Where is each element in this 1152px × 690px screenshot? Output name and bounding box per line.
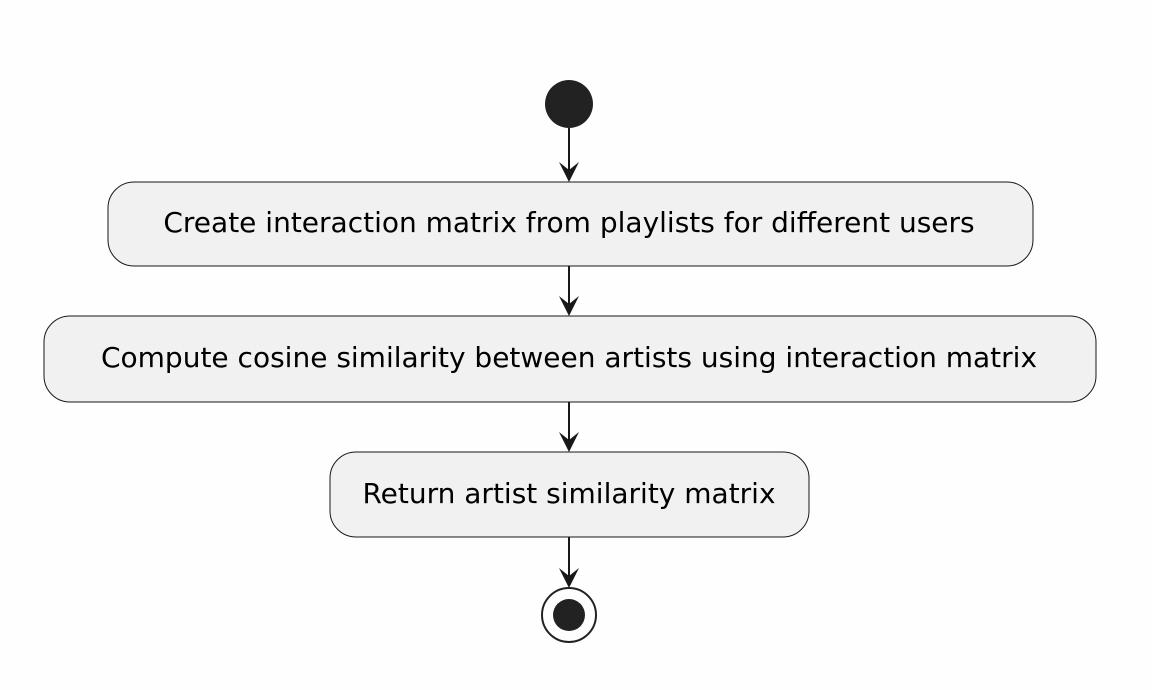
activity-step-3: Return artist similarity matrix: [329, 451, 810, 538]
end-node: [541, 587, 597, 643]
flow-arrow-step-1-to-step-2: [559, 266, 579, 316]
activity-step-3-label: Return artist similarity matrix: [362, 477, 775, 510]
activity-step-1-label: Create interaction matrix from playlists…: [163, 206, 974, 239]
activity-step-1: Create interaction matrix from playlists…: [107, 181, 1034, 267]
activity-step-2: Compute cosine similarity between artist…: [43, 315, 1097, 403]
flow-arrow-step-2-to-step-3: [559, 402, 579, 452]
activity-step-2-label: Compute cosine similarity between artist…: [101, 341, 1037, 374]
flow-arrow-start-to-step-1: [559, 128, 579, 182]
flow-arrow-step-3-to-end: [559, 537, 579, 588]
start-node: [545, 80, 593, 128]
